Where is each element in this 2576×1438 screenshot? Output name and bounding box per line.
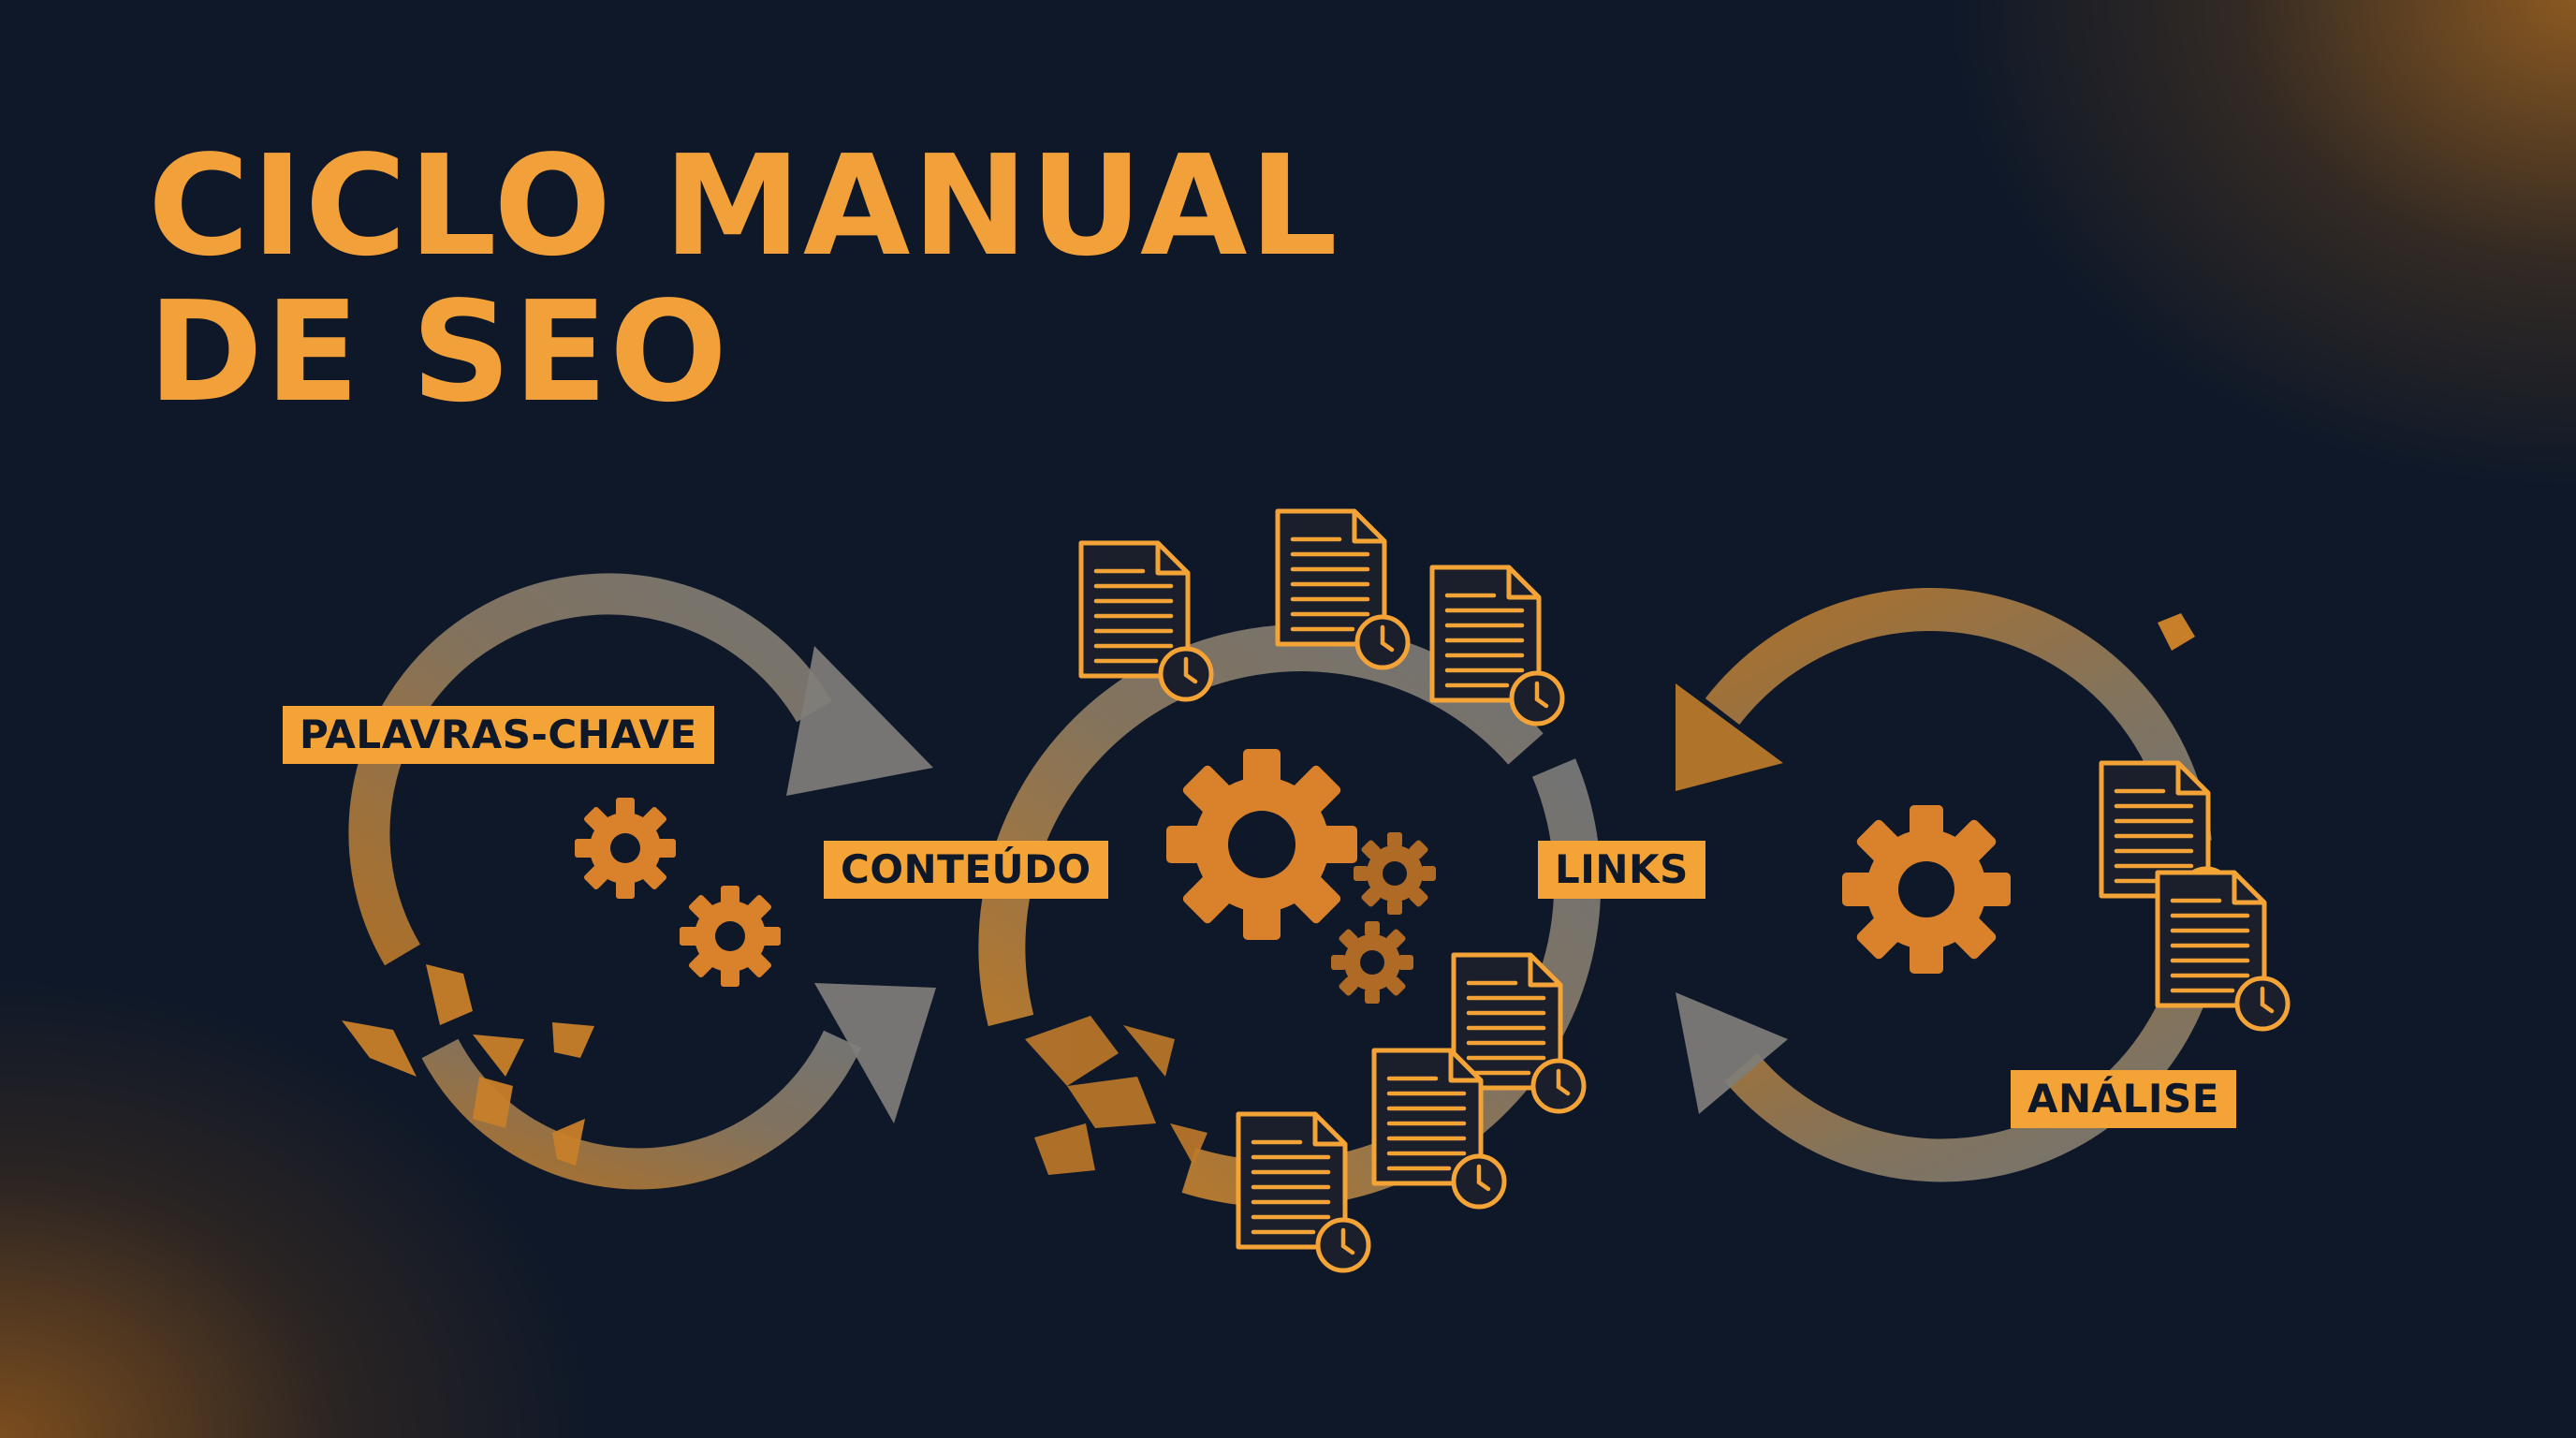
document-clock-icon [1081,543,1211,699]
left-bottom-arrowhead [814,983,936,1123]
left-top-arrowhead [786,646,933,796]
document-clock-icon [1432,567,1562,724]
gear-icon [1354,832,1436,915]
page-title: CICLO MANUAL DE SEO [148,133,1339,425]
broken-pieces-icon [1025,1016,1208,1175]
stage-label-analysis: ANÁLISE [2011,1070,2236,1128]
gear-icon [1842,805,2011,974]
broken-pieces-icon [2158,613,2195,651]
stage-label-links: LINKS [1538,841,1705,899]
gear-icon [575,798,676,899]
right-cycle [1676,588,2288,1182]
broken-pieces-icon [342,964,594,1166]
left-cycle [342,573,936,1190]
right-top-arrowhead [1676,683,1783,791]
gear-icon [658,864,802,1008]
document-clock-icon [1278,511,1408,668]
right-cycle-bottom-arrow [1724,959,2217,1182]
document-clock-icon [2158,873,2288,1029]
stage-label-keywords: PALAVRAS-CHAVE [283,706,714,764]
gear-icon [1331,921,1413,1004]
stage-label-content: CONTEÚDO [824,841,1108,899]
gear-icon [1166,749,1357,940]
title-line-1: CICLO MANUAL [148,125,1339,286]
title-line-2: DE SEO [148,271,729,433]
right-cycle-top-arrow [1705,588,2212,845]
left-cycle-top-arrow [348,573,832,966]
right-bottom-arrowhead [1676,992,1788,1114]
